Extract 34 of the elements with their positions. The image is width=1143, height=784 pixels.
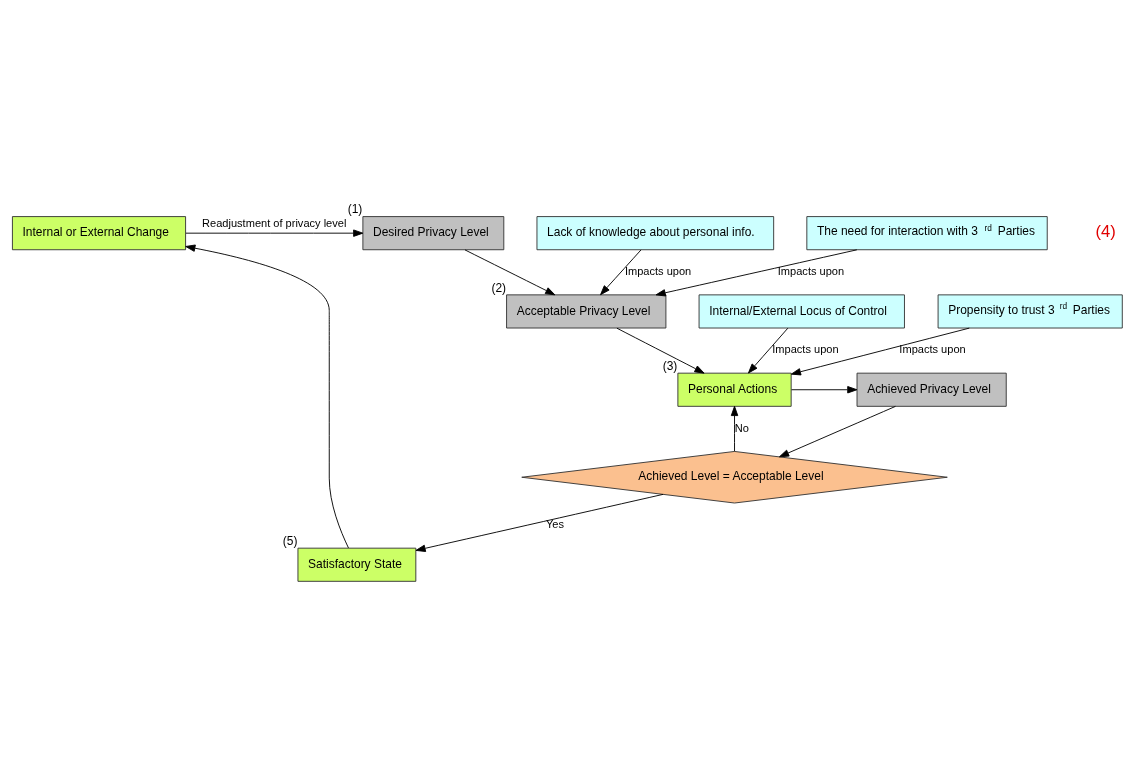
label: (4)	[1095, 221, 1116, 241]
arrow	[600, 248, 642, 295]
arrow	[730, 405, 739, 452]
arrow	[790, 327, 970, 375]
arrow	[748, 327, 789, 373]
edge-label: No	[734, 421, 749, 434]
node-box: Personal Actions	[677, 372, 792, 407]
edge-label: Yes	[545, 517, 564, 530]
arrow	[779, 405, 896, 457]
edge-label: Readjustment of privacy level	[202, 216, 347, 229]
node-label: (5)	[282, 533, 298, 548]
node-label: (1)	[347, 201, 363, 216]
node-box: Internal or External Change	[11, 215, 187, 250]
node-box: Propensity to trust 3$^{rd}$ Parties	[937, 293, 1123, 328]
arrow	[185, 228, 364, 237]
node-label: (2)	[491, 280, 507, 295]
node-box: Acceptable Privacy Level	[506, 293, 667, 328]
arrow	[464, 248, 556, 295]
node-box: Lack of knowledge about personal info.	[536, 215, 775, 250]
arrow	[791, 385, 858, 393]
arrow	[616, 327, 705, 374]
arrow	[185, 244, 349, 548]
arrow	[655, 248, 858, 296]
node-box: The need for interaction with 3$^{rd}$ Parties	[806, 215, 1048, 250]
node-box: Satisfactory State	[297, 547, 417, 582]
edge-label: Impacts upon	[899, 342, 966, 355]
edge-label: Impacts upon	[624, 264, 692, 277]
node-box: Achieved Privacy Level	[856, 372, 1007, 407]
node-box: Internal/External Locus of Control	[698, 293, 905, 328]
edge-label: Impacts upon	[772, 342, 839, 355]
node-label: (3)	[662, 358, 678, 373]
node-box: Desired Privacy Level	[362, 215, 505, 250]
arrow	[415, 493, 664, 552]
edge-label: Impacts upon	[777, 264, 845, 277]
